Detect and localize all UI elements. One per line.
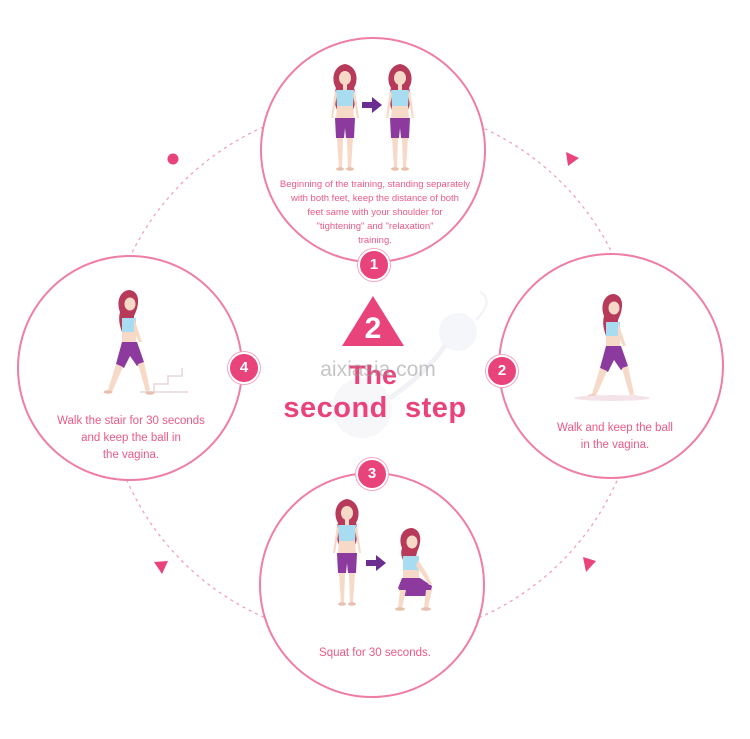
ring-dot-marker	[167, 153, 179, 165]
step-2-caption: Walk and keep the ball in the vagina.	[557, 422, 673, 451]
step-3-number-badge: 3	[356, 458, 388, 490]
title-line-1: The	[348, 360, 397, 390]
ring-arrow-bottom-left	[154, 561, 168, 574]
step-1-caption: Beginning of the training, standing sepa…	[279, 179, 471, 246]
step-triangle-icon	[342, 296, 404, 346]
step-4-caption: Walk the stair for 30 seconds and keep t…	[57, 415, 205, 461]
watermark-text: aixiasia.com	[320, 358, 436, 381]
step-3-circle	[259, 472, 485, 698]
ring-arrow-top-right	[566, 152, 579, 166]
step-4-number-badge: 4	[228, 352, 260, 384]
step-2-number-badge: 2	[486, 355, 518, 387]
kegel-ball-product-image	[332, 291, 488, 438]
title-step-number: 2	[364, 312, 382, 345]
step-1-number-badge: 1	[358, 249, 390, 281]
title-line-2: second step	[283, 392, 467, 424]
ring-arrow-bottom-right	[583, 557, 596, 572]
step-3-caption: Squat for 30 seconds.	[319, 647, 431, 659]
